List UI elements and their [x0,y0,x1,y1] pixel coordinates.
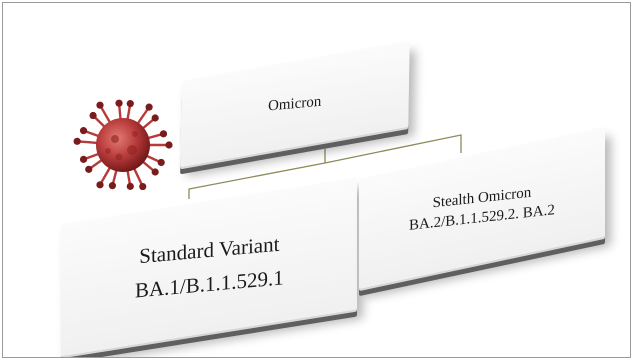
diagram-canvas: Omicron Standard Variant BA.1/B.1.1.529.… [3,3,630,357]
connector-lines [188,134,462,199]
connector-left-branch [188,162,326,199]
node-stealth-omicron-label: Stealth Omicron BA.2/B.1.1.529.2. BA.2 [409,180,555,236]
node-omicron-label: Omicron [268,93,322,114]
coronavirus-icon [73,99,173,191]
node-standard-variant-label: Standard Variant BA.1/B.1.1.529.1 [135,226,284,307]
connector-right-branch [324,134,462,164]
